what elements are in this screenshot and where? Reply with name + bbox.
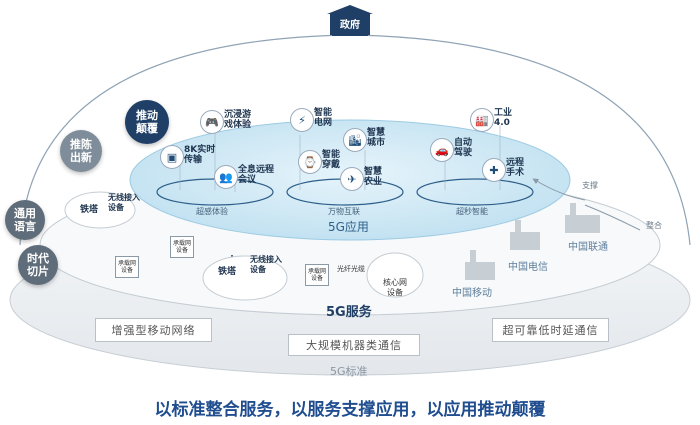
std-mmtc: 大规模机器类通信 [288, 334, 420, 356]
tower2-pad [202, 255, 288, 301]
ring-label-ultra-sense: 超感体验 [196, 207, 228, 216]
government-label: 政府 [340, 20, 360, 31]
layer-app-title: 5G应用 [328, 220, 369, 234]
arrow-support-label: 支撑 [582, 181, 598, 190]
service-cpe1: 承载网设备 [115, 256, 139, 278]
operator-telecom: 中国电信 [508, 262, 548, 273]
government-icon [327, 5, 373, 36]
app-vr-game: 沉浸游戏体验 [224, 110, 252, 130]
side-era-slice: 时代切片 [18, 245, 58, 285]
operator-buildings [465, 203, 600, 280]
app-industry: 工业4.0 [494, 108, 513, 128]
service-fiber: 光纤光缆 [337, 265, 365, 273]
app-video-8k: 8K实时传输 [184, 145, 216, 165]
video-8k-icon: ▣ [160, 145, 184, 169]
app-smart-grid: 智能电网 [314, 108, 333, 128]
integrate-arrow [584, 204, 641, 231]
remote-surgery-icon: ✚ [482, 158, 506, 182]
auto-drive-icon: 🚗 [430, 138, 454, 162]
service-cpe2: 承载网设备 [170, 236, 194, 258]
std-urllc: 超可靠低时延通信 [492, 318, 609, 342]
holo-meeting-icon: 👥 [214, 165, 238, 189]
smart-wear-icon: ⌚ [298, 150, 322, 174]
app-remote-surgery: 远程手术 [506, 158, 525, 178]
side-disrupt: 推动颠覆 [125, 100, 169, 144]
arrow-integrate-label: 整合 [646, 221, 662, 230]
service-core: 核心网设备 [383, 278, 407, 297]
tower1-pad [64, 191, 136, 229]
ring-label-ultra-fast: 超秒智能 [456, 207, 488, 216]
layer-service-title: 5G服务 [326, 305, 372, 320]
ring-ultra-fast [416, 178, 534, 206]
app-smart-city: 智慧城市 [367, 128, 386, 148]
smart-grid-icon: ⚡ [290, 108, 314, 132]
vr-game-icon: 🎮 [200, 110, 224, 134]
std-embb: 增强型移动网络 [95, 318, 212, 342]
smart-agri-icon: ✈ [340, 167, 364, 191]
app-smart-wear: 智能穿戴 [322, 150, 341, 170]
layer-standard-title: 5G标准 [330, 365, 368, 378]
ring-label-iot: 万物互联 [328, 207, 360, 216]
app-holo-meeting: 全息远程会议 [238, 165, 275, 185]
service-tower2: 铁塔 [218, 267, 237, 277]
service-wireless1: 无线接入设备 [108, 193, 140, 212]
service-wireless2: 无线接入设备 [250, 255, 282, 274]
operator-unicom: 中国联通 [568, 242, 608, 253]
app-auto-drive: 自动驾驶 [454, 138, 473, 158]
slogan: 以标准整合服务，以服务支撑应用，以应用推动颠覆 [154, 400, 546, 420]
operator-mobile: 中国移动 [452, 288, 492, 299]
service-tower1: 铁塔 [80, 205, 99, 215]
app-smart-agri: 智慧农业 [364, 167, 383, 187]
side-renew: 推陈出新 [60, 130, 102, 172]
side-common-language: 通用语言 [5, 200, 45, 240]
industry-icon: 🏭 [470, 108, 494, 132]
core-pad [366, 252, 424, 298]
service-cpe3: 承载网设备 [305, 264, 329, 286]
support-arrow [532, 178, 586, 201]
smart-city-icon: 🏙 [343, 128, 367, 152]
